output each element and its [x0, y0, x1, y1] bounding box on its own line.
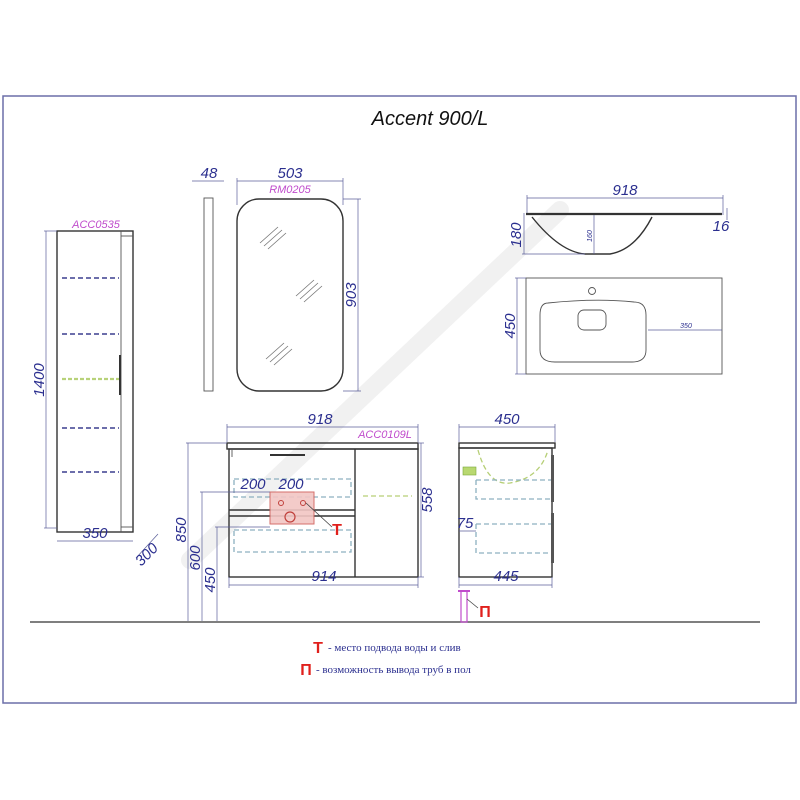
washbasin-ledge: 350	[680, 323, 692, 330]
washbasin-section: 918 160 180 16	[508, 182, 730, 255]
vanity-code: ACC0109L	[357, 429, 412, 441]
vanity-height: 558	[419, 487, 436, 513]
drain-outline	[577, 309, 607, 331]
side-countertop	[458, 442, 556, 449]
drawing-title: Accent 900/L	[371, 108, 489, 130]
mirror-width: 503	[277, 165, 303, 182]
mount-height-low: 450	[202, 567, 219, 593]
side-top-depth: 450	[494, 411, 520, 428]
side-body-depth: 445	[493, 568, 519, 585]
side-offset: 75	[457, 515, 474, 532]
mirror-front: 503 RM0205 903	[236, 165, 361, 392]
mirror-thickness: 48	[201, 165, 218, 182]
service-zone-b: 200	[277, 476, 304, 493]
vanity-side: 450 75 445 П	[457, 411, 556, 623]
marker-p: П	[479, 604, 491, 621]
vanity-top-width: 918	[307, 411, 333, 428]
mount-height-top: 850	[173, 517, 190, 543]
drawing-frame	[2, 95, 797, 704]
watermark	[181, 201, 569, 569]
legend: Т - место подвода воды и слив П - возмож…	[300, 640, 471, 679]
mount-height-mid: 600	[187, 545, 204, 571]
legend-text-p: - возможность вывода труб в пол	[316, 664, 471, 676]
side-bowl-profile	[477, 449, 549, 484]
mirror-code: RM0205	[269, 184, 311, 196]
washbasin-depth: 450	[502, 313, 519, 339]
column-cabinet-height: 1400	[31, 363, 48, 397]
washbasin-plan: 450 350	[502, 277, 723, 375]
drawer-interior-lower	[233, 529, 352, 553]
vanity-front: 918 ACC0109L T 200 200 914 558 850	[173, 411, 436, 621]
column-cabinet-width: 350	[82, 525, 108, 542]
service-zone	[269, 491, 315, 525]
column-cabinet: ACC0535 1400 350 300	[31, 219, 162, 570]
column-cabinet-body	[56, 230, 134, 533]
legend-symbol-p: П	[300, 662, 312, 679]
mirror-side: 48	[192, 165, 224, 392]
water-inlet-icon	[278, 500, 284, 506]
washbasin-rim: 16	[713, 218, 730, 235]
side-door-edge	[551, 455, 554, 502]
mirror-outline	[236, 198, 344, 392]
drain-icon	[284, 511, 296, 523]
legend-text-t: - место подвода воды и слив	[328, 642, 461, 654]
tap-hole	[588, 287, 596, 295]
mirror-height: 903	[343, 282, 360, 308]
side-door-edge	[551, 513, 554, 563]
glass-reflection-marks	[259, 226, 323, 366]
washbasin-bowl-depth: 160	[587, 230, 594, 242]
floor-pipe-icon	[460, 590, 468, 623]
mirror-side-profile	[203, 197, 214, 392]
water-inlet-icon	[300, 500, 306, 506]
washbasin-top-outline	[525, 277, 723, 375]
vanity-body-width: 914	[311, 568, 336, 585]
vanity-body	[228, 448, 419, 578]
legend-symbol-t: Т	[313, 640, 323, 657]
washbasin-height: 180	[508, 222, 525, 248]
siphon-icon	[462, 466, 477, 476]
side-body	[458, 447, 553, 578]
service-zone-a: 200	[239, 476, 266, 493]
marker-t: T	[332, 522, 342, 539]
column-cabinet-code: ACC0535	[71, 219, 121, 231]
washbasin-bowl-plan	[539, 299, 647, 363]
column-cabinet-depth: 300	[132, 539, 162, 569]
washbasin-width: 918	[612, 182, 638, 199]
